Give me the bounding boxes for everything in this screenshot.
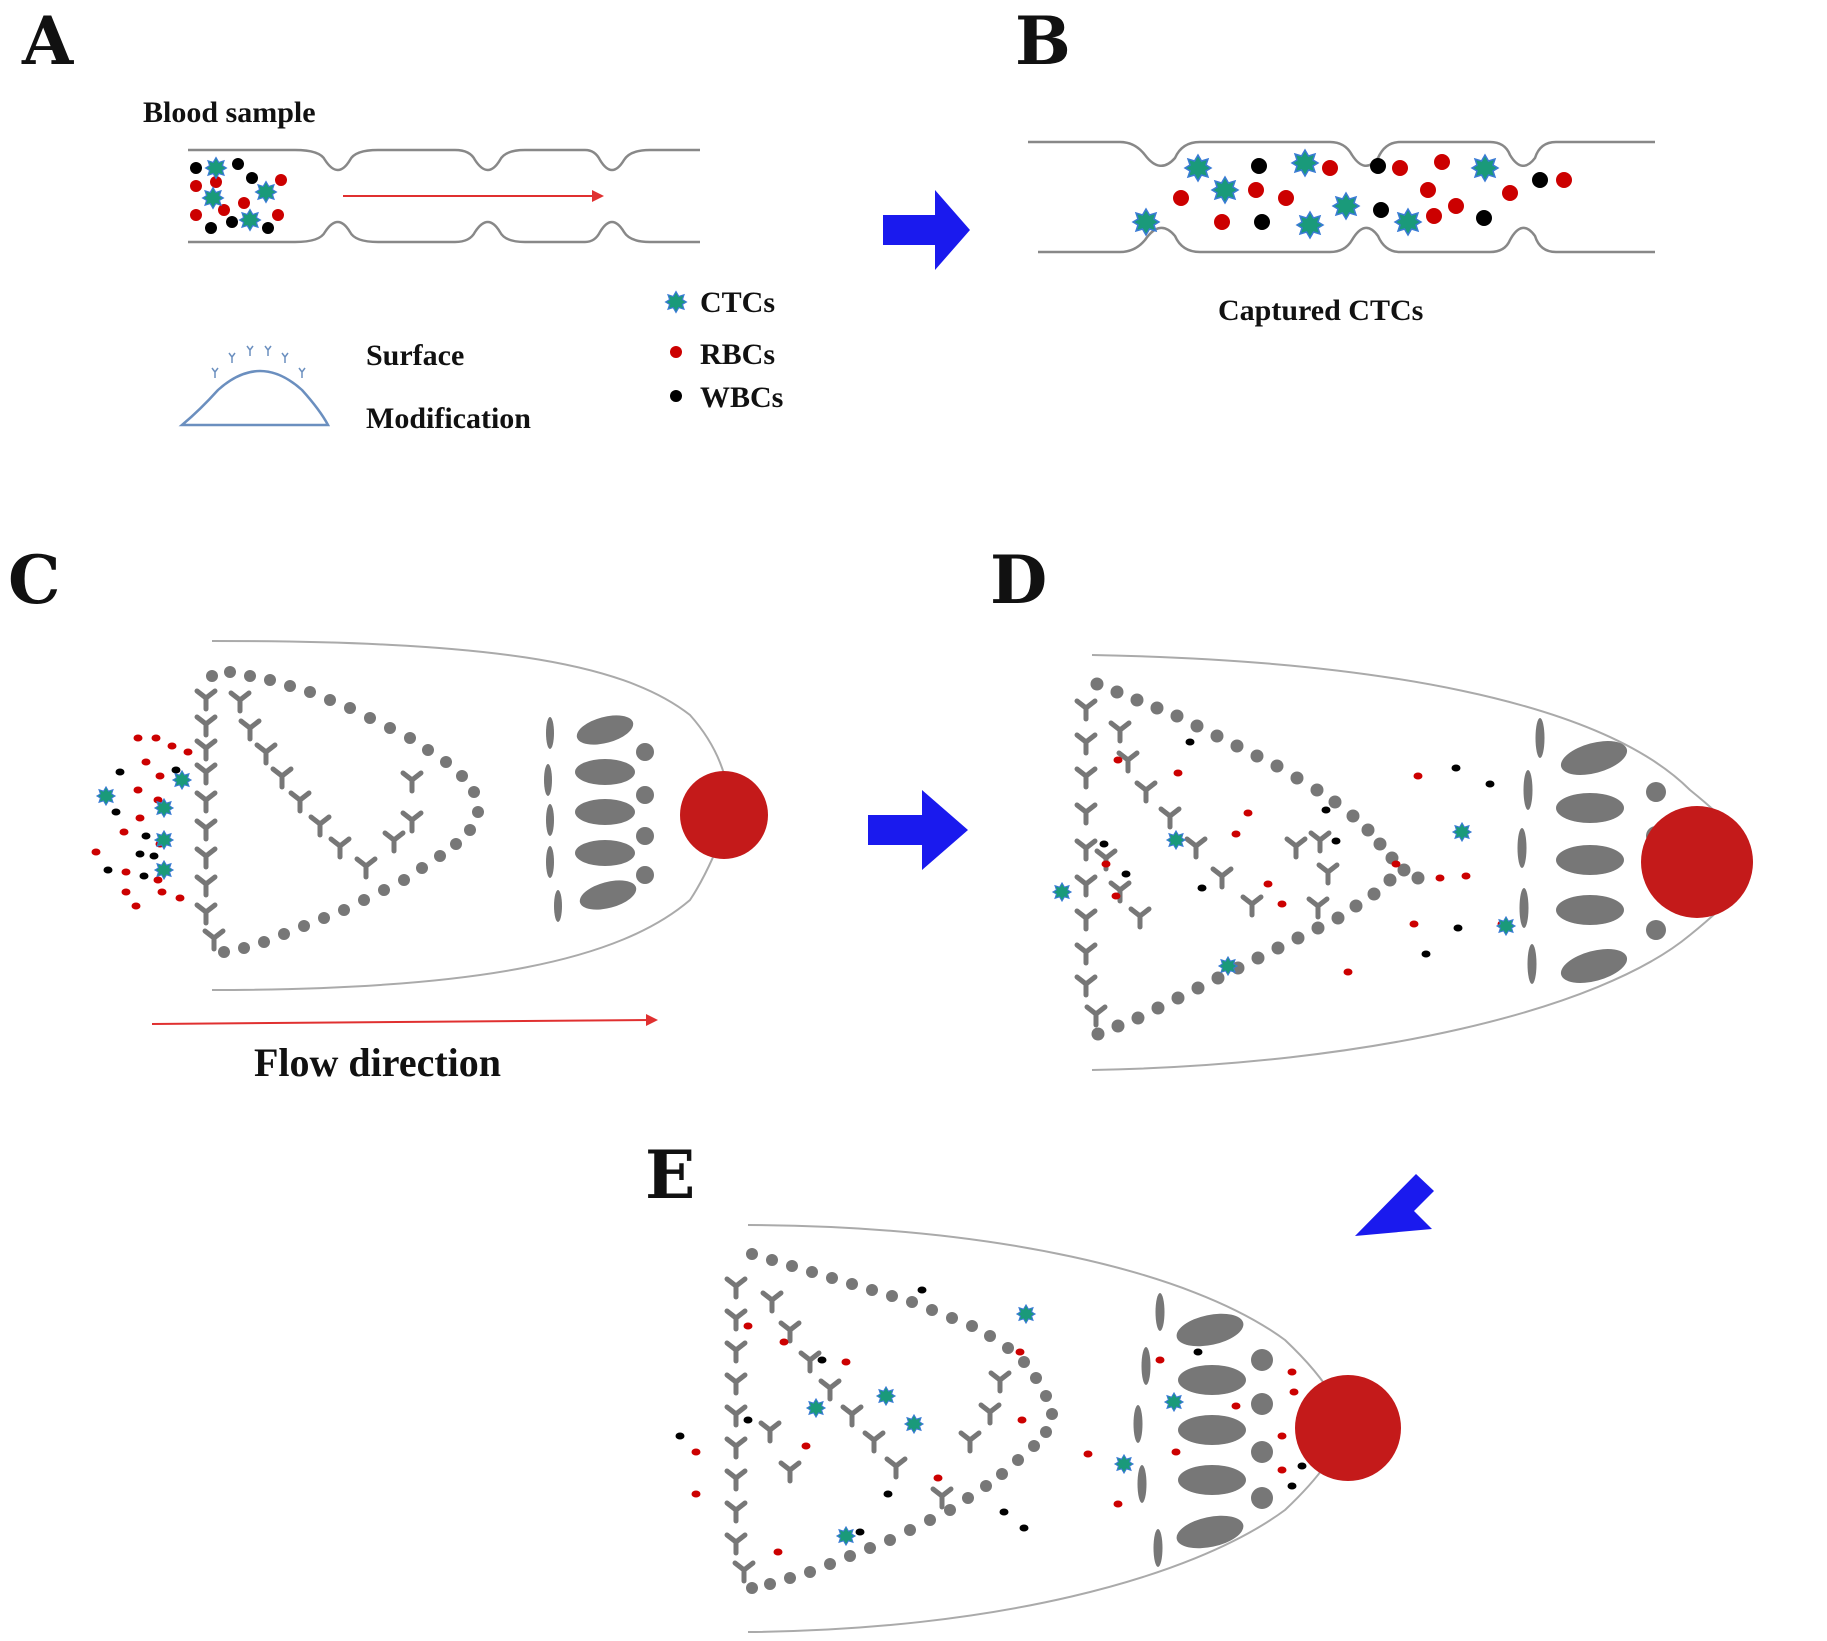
legend: CTCs RBCs WBCs — [664, 286, 783, 414]
surface-modification-icon — [178, 345, 331, 427]
chip-e-outlet — [1295, 1375, 1401, 1481]
chip-c-inlet-cells — [91, 734, 193, 910]
panel-d — [1052, 654, 1754, 1071]
panel-label-e: E — [645, 1136, 695, 1214]
channel-a-top-wall — [188, 148, 700, 172]
chip-e-dot-wall — [746, 1248, 1058, 1594]
step-arrow-c-d — [868, 790, 968, 870]
legend-ctc-icon — [664, 291, 688, 313]
chip-d-ellipse-filter — [1517, 718, 1666, 984]
step-arrow-d-e — [1355, 1150, 1475, 1236]
panel-label-c: C — [8, 541, 61, 619]
chip-c-post-array — [197, 666, 484, 958]
flow-direction-label: Flow direction — [254, 1040, 501, 1085]
panel-e — [675, 1224, 1401, 1633]
panel-c: Flow direction — [91, 640, 768, 1085]
panel-label-d: D — [990, 541, 1047, 619]
channel-b-bottom-wall — [1038, 226, 1655, 254]
captured-cells — [1132, 149, 1572, 239]
blood-sample-label: Blood sample — [143, 96, 316, 129]
panel-b: Captured CTCs — [1028, 140, 1655, 327]
flow-arrow-a — [343, 190, 604, 202]
panel-label-a: A — [21, 2, 74, 80]
chip-c-dot-wall — [206, 666, 484, 958]
chip-e-post-array — [727, 1248, 1058, 1594]
chip-d-cells — [1052, 738, 1516, 976]
panel-a: Blood sample — [143, 96, 783, 435]
chip-d-post-array — [1077, 677, 1425, 1041]
blood-sample-cells — [190, 156, 287, 234]
legend-wbc-label: WBCs — [700, 381, 783, 414]
flow-direction-arrow — [151, 1014, 658, 1026]
chip-c-outlet — [680, 771, 768, 859]
chip-c-ellipse-filter — [544, 715, 654, 922]
legend-rbc-label: RBCs — [700, 338, 775, 371]
chip-c-outline — [211, 640, 732, 991]
chip-d-outlet — [1641, 806, 1753, 918]
chip-e-cells — [675, 1286, 1307, 1556]
chip-d-dot-wall — [1090, 677, 1425, 1041]
legend-rbc-icon — [670, 346, 682, 358]
channel-a-bottom-wall — [188, 220, 700, 244]
captured-ctcs-label: Captured CTCs — [1218, 294, 1423, 327]
chip-e-ellipse-filter — [1133, 1293, 1273, 1567]
channel-b-top-wall — [1028, 140, 1655, 167]
chip-d-antibodies — [1077, 701, 1337, 1025]
panel-label-b: B — [1015, 2, 1071, 80]
surface-label-line2: Modification — [366, 402, 531, 435]
legend-ctc-label: CTCs — [700, 286, 775, 319]
surface-label-line1: Surface — [366, 339, 464, 372]
step-arrow-a-b — [883, 190, 970, 270]
legend-wbc-icon — [670, 390, 682, 402]
